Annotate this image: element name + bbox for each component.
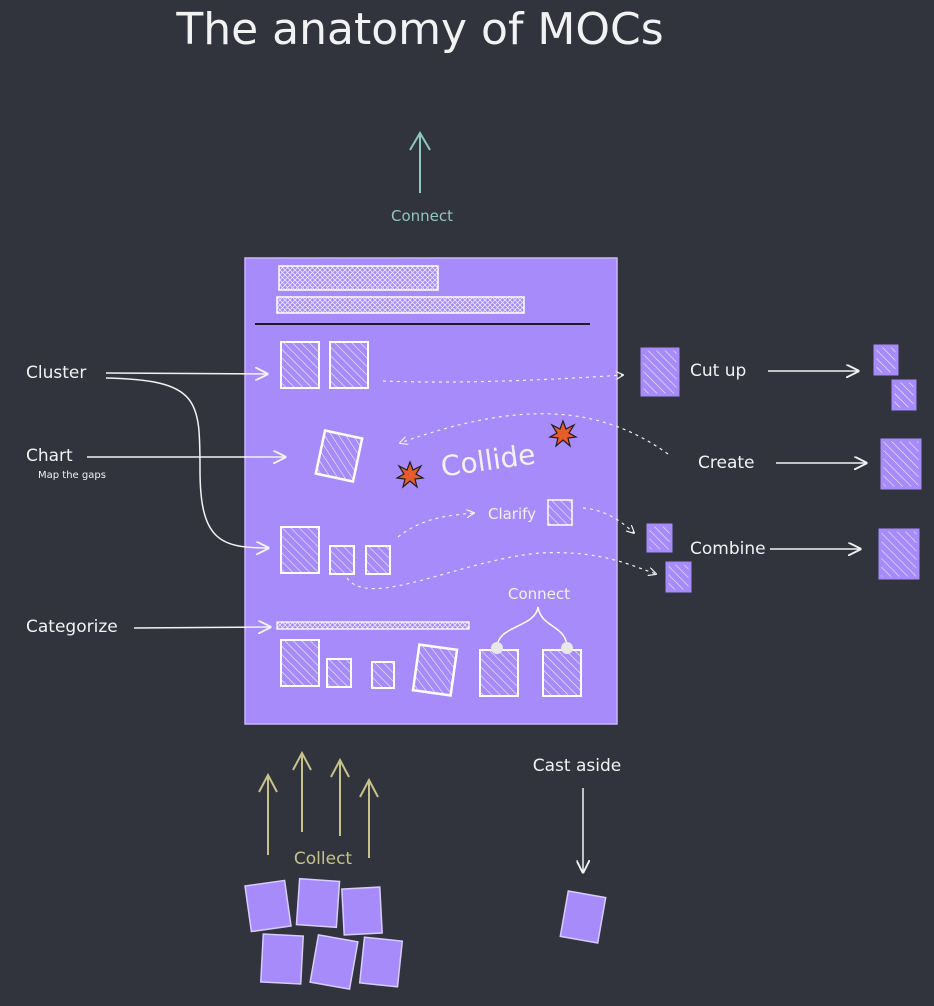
- note-card: [280, 639, 320, 687]
- note-card: [280, 526, 320, 574]
- connect-up-arrow-icon: [409, 131, 431, 193]
- chart-sub-label: Map the gaps: [38, 470, 106, 481]
- diagram-title: The anatomy of MOCs: [175, 4, 663, 55]
- note-card: [295, 877, 341, 929]
- moc-title-bar: [278, 265, 439, 291]
- cluster-arrow-2: [105, 377, 268, 548]
- dotted-flow-lines: [346, 375, 669, 590]
- note-card: [326, 658, 352, 688]
- note-card: [244, 879, 292, 933]
- left-arrows: [87, 373, 285, 628]
- chart-label: Chart: [26, 446, 73, 466]
- note-card: [358, 936, 404, 988]
- clarify-note-card: [547, 499, 573, 526]
- cast-aside-label: Cast aside: [533, 756, 621, 776]
- moc-page: Connect Collide Clarify: [244, 257, 618, 725]
- connect-inner-label: Connect: [508, 585, 570, 603]
- cut-up-note: [640, 347, 680, 397]
- note-card: [411, 643, 459, 697]
- note-card: [329, 545, 355, 575]
- burst-icon: [395, 460, 425, 489]
- connect-top-label: Connect: [391, 207, 453, 225]
- note-card: [314, 429, 364, 483]
- categorize-arrow: [133, 627, 270, 628]
- cut-up-dotted-arrow: [382, 375, 623, 383]
- note-card: [329, 341, 369, 389]
- cast-aside-note: [559, 890, 607, 944]
- combine-source-note: [665, 561, 692, 593]
- note-card: [280, 341, 320, 389]
- combine-dotted-arrow: [582, 507, 634, 533]
- note-card: [542, 649, 582, 697]
- cluster-arrow: [105, 373, 267, 374]
- create-result-note: [880, 438, 922, 490]
- note-card: [365, 545, 391, 575]
- cut-up-label: Cut up: [690, 361, 746, 381]
- collected-notes: [244, 877, 404, 990]
- note-card: [479, 649, 519, 697]
- combine-dotted-arrow-2: [346, 552, 656, 590]
- note-card: [371, 661, 395, 689]
- connect-bracket-icon: [491, 606, 573, 654]
- cut-up-result-note: [891, 379, 917, 411]
- burst-icon: [548, 419, 578, 448]
- category-bar: [276, 621, 470, 630]
- clarify-label: Clarify: [488, 505, 536, 523]
- note-card: [259, 933, 305, 985]
- note-card: [341, 886, 383, 936]
- combine-label: Combine: [690, 539, 766, 559]
- cluster-label: Cluster: [26, 363, 86, 383]
- moc-subtitle-bar: [276, 296, 525, 314]
- cut-up-result-note: [873, 344, 899, 376]
- create-label: Create: [698, 453, 755, 473]
- categorize-label: Categorize: [26, 617, 118, 637]
- combine-result-note: [878, 528, 920, 580]
- clarify-dotted-arrow: [397, 513, 474, 538]
- note-card: [309, 934, 359, 990]
- collide-dotted-arrow: [400, 413, 669, 455]
- combine-source-note: [646, 523, 673, 553]
- collect-arrows-icon: [258, 750, 379, 858]
- collect-label: Collect: [294, 849, 353, 869]
